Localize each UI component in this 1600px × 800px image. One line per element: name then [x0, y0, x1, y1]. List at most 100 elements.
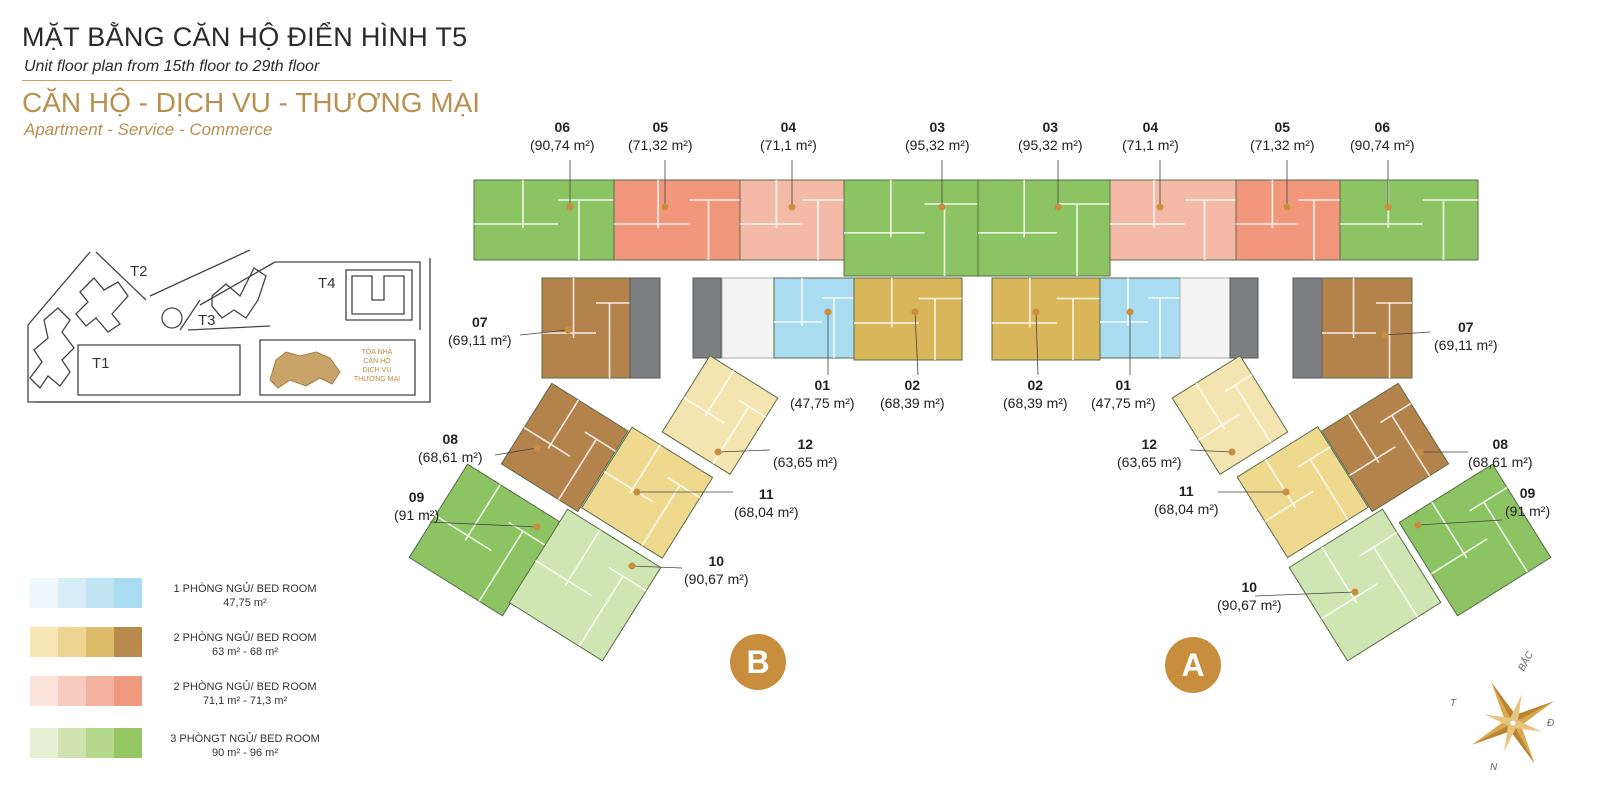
unit-11-right	[1236, 426, 1369, 559]
unit-label-03-left: 03(95,32 m²)	[905, 118, 970, 154]
core-left-stair	[629, 277, 661, 379]
core-left-lobby	[721, 277, 775, 359]
leader-line-11	[914, 311, 919, 376]
leader-line-19	[1189, 449, 1233, 453]
unit-label-05-right: 05(71,32 m²)	[1250, 118, 1315, 154]
unit-10-left	[508, 508, 662, 662]
legend-shade	[114, 676, 142, 706]
unit-area: (68,04 m²)	[1154, 501, 1219, 517]
site-label-t3: T3	[198, 312, 216, 329]
unit-number: 04	[1142, 119, 1159, 135]
legend-shade	[30, 676, 58, 706]
legend-shade	[58, 676, 86, 706]
unit-area: (90,74 m²)	[530, 137, 595, 153]
unit-04-left-walls	[740, 180, 844, 260]
unit-number: 10	[1241, 579, 1258, 595]
unit-number: 02	[1027, 377, 1044, 393]
leader-line-14	[494, 447, 538, 456]
unit-label-09-right: 09(91 m²)	[1505, 484, 1550, 520]
unit-marker-dot-18	[628, 562, 636, 570]
unit-marker-dot-1	[661, 203, 669, 211]
legend-shade	[86, 627, 114, 657]
unit-marker-dot-3	[938, 203, 946, 211]
page-subtitle: Unit floor plan from 15th floor to 29th …	[24, 58, 320, 75]
block-a-badge: A	[1165, 637, 1221, 693]
unit-08-right	[1321, 382, 1450, 513]
unit-label-01-right: 01(47,75 m²)	[1091, 376, 1156, 412]
legend-shade	[58, 578, 86, 608]
unit-number: 04	[780, 119, 797, 135]
category-subtitle: Apartment - Service - Commerce	[24, 120, 273, 139]
unit-area: (69,11 m²)	[448, 332, 512, 348]
unit-05-left	[613, 179, 741, 261]
unit-number: 05	[652, 119, 669, 135]
unit-03-right-walls	[978, 180, 1110, 276]
unit-marker-dot-11	[911, 308, 919, 316]
unit-number: 06	[554, 119, 571, 135]
site-label-t1: T1	[92, 355, 110, 372]
unit-10-left-walls	[535, 529, 647, 647]
unit-area: (91 m²)	[394, 507, 440, 523]
unit-06-right	[1339, 179, 1479, 261]
legend-line: 3 PHÒNGT NGỦ/ BED ROOM	[170, 733, 320, 745]
unit-06-left-walls	[474, 180, 614, 260]
unit-number: 12	[1141, 436, 1158, 452]
unit-number: 01	[814, 377, 831, 393]
unit-03-right	[977, 179, 1111, 277]
unit-area: (63,65 m²)	[1117, 454, 1182, 470]
unit-area: (90,74 m²)	[1350, 137, 1415, 153]
site-label-t2: T2	[130, 263, 148, 280]
unit-label-08-right: 08(68,61 m²)	[1468, 435, 1533, 471]
unit-area: (69,11 m²)	[1434, 337, 1498, 353]
site-plan	[27, 249, 431, 403]
site-note-line: THƯƠNG MẠI	[353, 376, 401, 383]
unit-11-left-walls	[603, 444, 701, 546]
unit-07-left	[541, 277, 633, 379]
leader-line-8	[519, 329, 569, 336]
unit-number: 03	[1042, 119, 1059, 135]
unit-area: (68,39 m²)	[1003, 395, 1068, 411]
unit-area: (90,67 m²)	[684, 571, 749, 587]
unit-marker-dot-15	[533, 523, 541, 531]
site-label-t4: T4	[318, 275, 336, 292]
unit-number: 06	[1374, 119, 1391, 135]
unit-01-left-walls	[774, 278, 854, 358]
unit-label-02-right: 02 (68,39 m²)	[1003, 376, 1068, 412]
unit-number: 08	[442, 431, 459, 447]
compass-west-label: T	[1450, 698, 1457, 709]
unit-number: 12	[797, 436, 814, 452]
block-b-badge: B	[730, 634, 786, 690]
unit-number: 05	[1274, 119, 1291, 135]
unit-01-right	[1099, 277, 1181, 359]
unit-label-12-left: 12 (63,65 m²)	[773, 435, 838, 471]
unit-12-left	[661, 354, 779, 476]
site-note-line: CĂN HỘ	[363, 358, 391, 365]
unit-label-06-right: 06 (90,74 m²)	[1350, 118, 1415, 154]
unit-07-right	[1321, 277, 1413, 379]
unit-label-11-right: 11(68,04 m²)	[1154, 482, 1219, 518]
leader-line-12	[1035, 311, 1039, 376]
unit-area: (71,1 m²)	[1122, 137, 1179, 153]
legend-shade	[114, 728, 142, 758]
unit-marker-dot-7	[1384, 203, 1392, 211]
legend-shade	[30, 578, 58, 608]
legend-line: 63 m² - 68 m²	[211, 646, 278, 658]
unit-11-left	[581, 426, 714, 559]
legend-shade	[86, 676, 114, 706]
unit-label-09-left: 09(91 m²)	[394, 488, 439, 524]
unit-area: (63,65 m²)	[773, 454, 838, 470]
unit-02-left	[853, 277, 963, 361]
legend-line: 47,75 m²	[223, 597, 267, 609]
legend-line: 71,1 m² - 71,3 m²	[202, 695, 288, 707]
leader-line-21	[1254, 591, 1356, 597]
unit-marker-dot-5	[1156, 203, 1164, 211]
unit-label-05-left: 05(71,32 m²)	[628, 118, 693, 154]
unit-06-left	[473, 179, 615, 261]
legend-line: 1 PHÒNG NGỦ/ BED ROOM	[173, 583, 317, 595]
unit-01-right-walls	[1100, 278, 1180, 358]
leader-line-9	[1384, 331, 1431, 336]
unit-area: (47,75 m²)	[1091, 395, 1156, 411]
legend-swatch	[30, 578, 142, 608]
